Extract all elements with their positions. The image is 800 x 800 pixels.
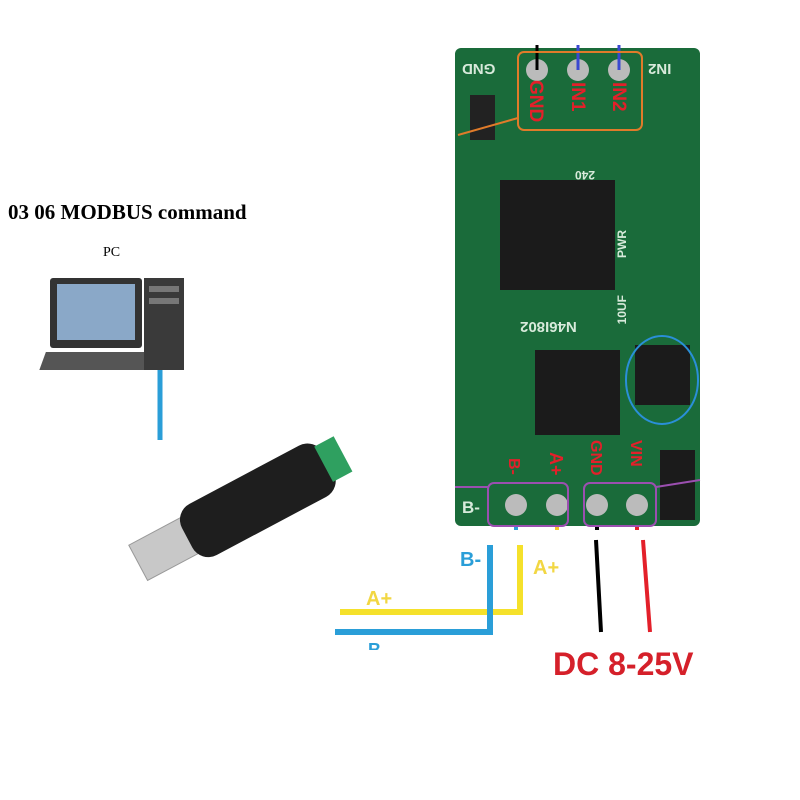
pin-label-b-minus: B- xyxy=(505,458,522,475)
a-plus-wire xyxy=(340,545,523,615)
rs485-pins-box xyxy=(487,482,569,527)
pin-label-in2: IN2 xyxy=(608,82,629,112)
usb-rs485-adapter xyxy=(128,436,353,582)
b-minus-wire xyxy=(335,545,493,635)
input-pins-box xyxy=(517,51,643,131)
power-supply-label: DC 8-25V xyxy=(553,646,694,682)
pc-icon xyxy=(39,278,184,370)
regulator-highlight-circle xyxy=(625,335,699,425)
silk-b-minus: B- xyxy=(462,498,480,517)
silk-gnd: GND xyxy=(462,60,496,77)
wire-label-a-plus: A+ xyxy=(533,557,560,579)
pin-label-in1: IN1 xyxy=(567,82,588,112)
board-model: N46I802 xyxy=(520,318,577,335)
power-pins-box xyxy=(583,482,657,527)
adapter-label-b: B xyxy=(368,640,381,650)
pc-label: PC xyxy=(103,245,121,260)
silk-in2: IN2 xyxy=(648,60,672,77)
pin-label-gnd: GND xyxy=(525,80,546,123)
pin-label-a-plus: A+ xyxy=(546,452,566,476)
silk-pwr: PWR xyxy=(615,230,629,258)
silk-10uf: 10UF xyxy=(615,295,629,325)
silk-240: 240 xyxy=(575,168,596,182)
wire-label-b-minus: B- xyxy=(460,549,482,571)
diagram-title: 03 06 MODBUS command xyxy=(8,200,247,224)
pin-label-gnd-power: GND xyxy=(587,440,604,476)
adapter-label-a-plus: A+ xyxy=(366,588,393,610)
module-board xyxy=(455,48,700,526)
pin-label-vin: VIN xyxy=(627,440,644,467)
